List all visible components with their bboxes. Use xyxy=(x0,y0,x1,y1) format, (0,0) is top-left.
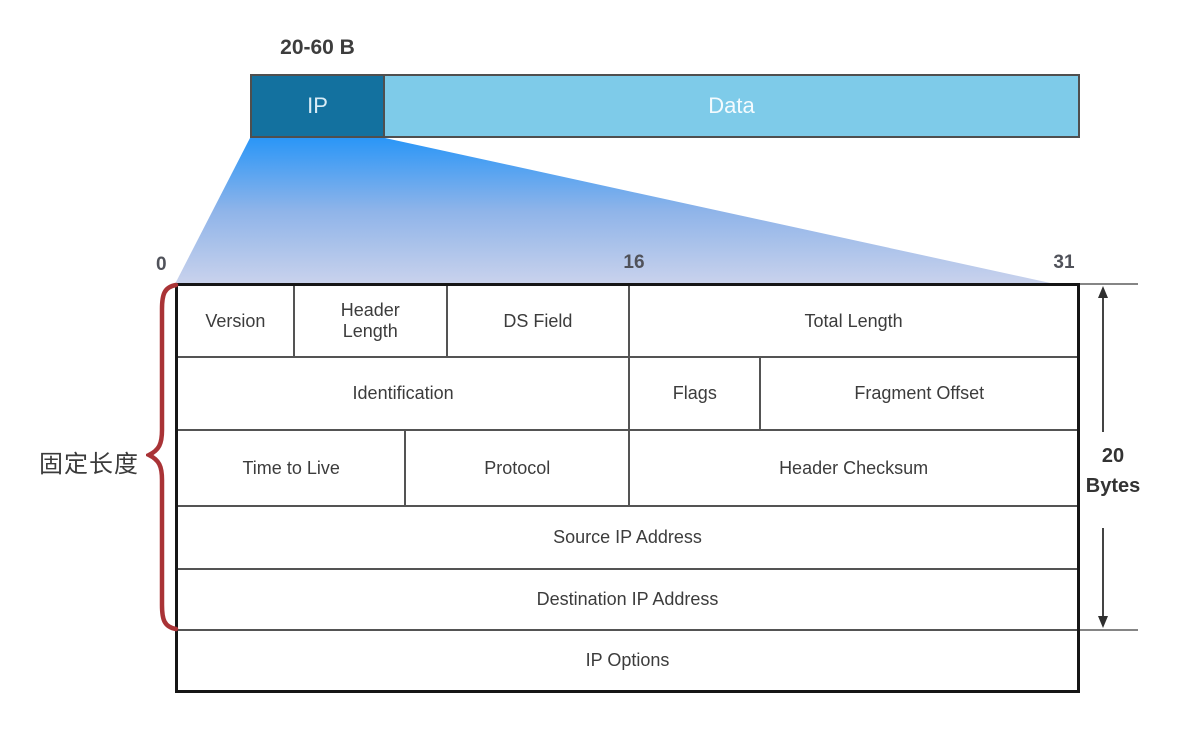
brace-path xyxy=(146,282,179,632)
field-ds-field: DS Field xyxy=(447,286,631,356)
field-protocol: Protocol xyxy=(406,431,631,505)
field-header-checksum: Header Checksum xyxy=(630,431,1077,505)
field-identification: Identification xyxy=(178,358,631,429)
bit-tick-16: 16 xyxy=(623,252,645,273)
packet-segment-ip: IP xyxy=(252,76,385,136)
field-flags: Flags xyxy=(630,358,762,429)
fixed-length-brace xyxy=(146,282,179,632)
bit-tick-31: 31 xyxy=(1053,252,1075,273)
table-row-6: IP Options xyxy=(178,631,1077,690)
arrowhead-down xyxy=(1098,616,1108,628)
bit-tick-0: 0 xyxy=(156,254,167,275)
table-row-1: Version Header Length DS Field Total Len… xyxy=(178,286,1077,358)
packet-size-label: 20-60 B xyxy=(280,36,355,59)
zoom-funnel-shape xyxy=(175,138,1055,284)
funnel-polygon xyxy=(175,138,1055,284)
field-ip-options: IP Options xyxy=(178,631,1077,690)
twenty-bytes-arrow xyxy=(1080,283,1138,631)
byte-count-value: 20 xyxy=(1101,445,1125,467)
byte-count-unit: Bytes xyxy=(1085,475,1141,497)
table-row-3: Time to Live Protocol Header Checksum xyxy=(178,431,1077,507)
fixed-length-label: 固定长度 xyxy=(39,451,139,478)
arrowhead-up xyxy=(1098,286,1108,298)
byte-count-label: 20 Bytes xyxy=(1080,441,1146,501)
table-row-2: Identification Flags Fragment Offset xyxy=(178,358,1077,431)
packet-segment-data: Data xyxy=(385,76,1078,136)
field-destination-ip: Destination IP Address xyxy=(178,570,1077,629)
field-time-to-live: Time to Live xyxy=(178,431,407,505)
field-total-length: Total Length xyxy=(630,286,1077,356)
field-version: Version xyxy=(178,286,295,356)
field-source-ip: Source IP Address xyxy=(178,507,1077,568)
field-header-length: Header Length xyxy=(294,286,448,356)
ip-header-table: Version Header Length DS Field Total Len… xyxy=(175,283,1080,693)
packet-bar: IP Data xyxy=(250,74,1080,138)
field-fragment-offset: Fragment Offset xyxy=(761,358,1077,429)
table-row-5: Destination IP Address xyxy=(178,570,1077,631)
table-row-4: Source IP Address xyxy=(178,507,1077,570)
